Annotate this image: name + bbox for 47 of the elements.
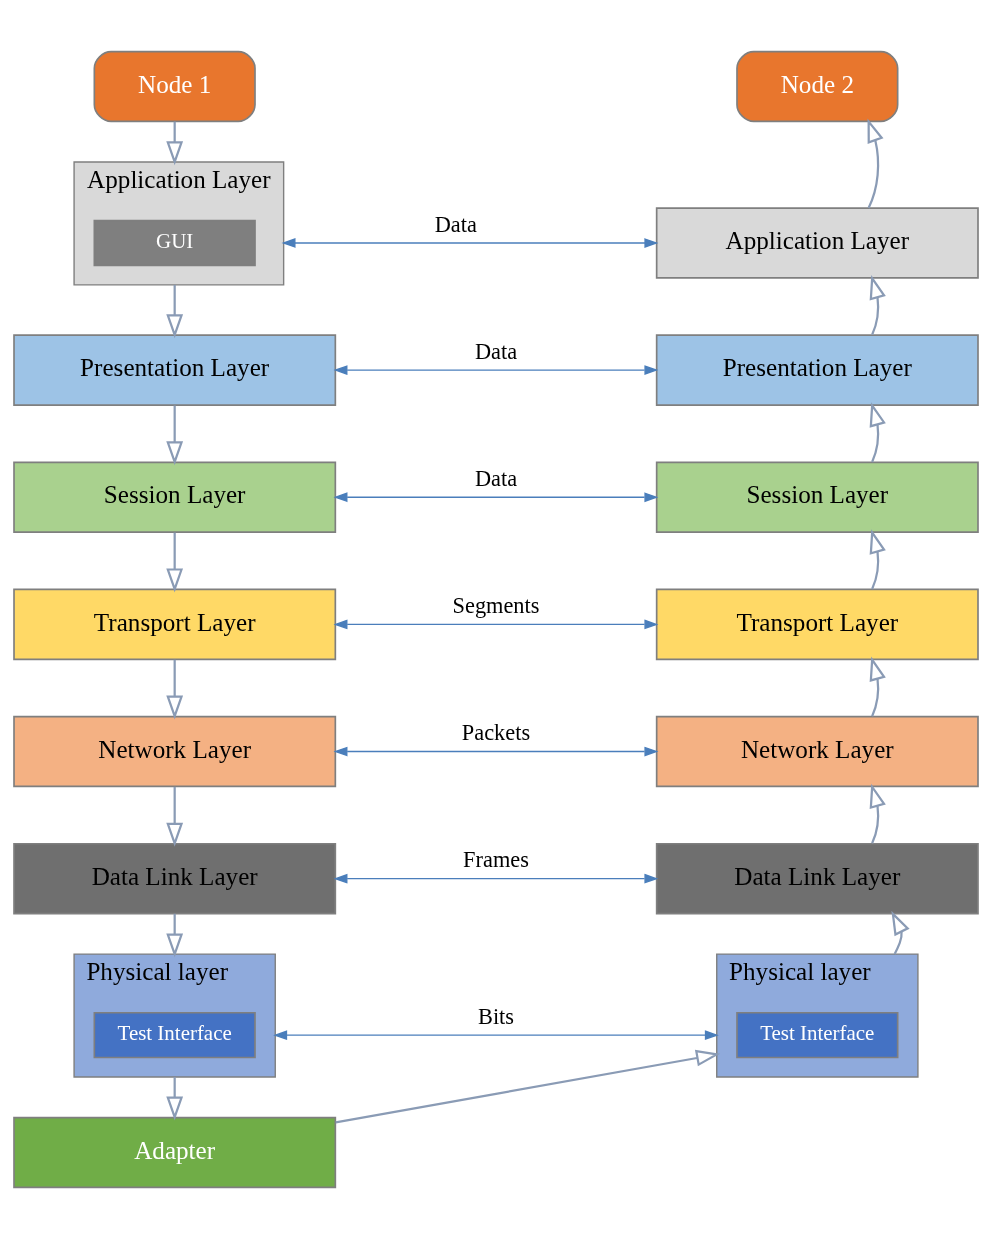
arrow: [166, 913, 184, 957]
arrow: [281, 237, 659, 248]
node-box: Data Link Layer: [655, 842, 979, 914]
node-box: Application Layer: [655, 206, 979, 279]
arrow: [867, 117, 884, 208]
arrow: [335, 1049, 721, 1123]
node-box: Node 1: [93, 50, 256, 122]
arrow: [869, 528, 886, 589]
node-box: Test Interface: [736, 1011, 899, 1058]
node-box: Session Layer: [655, 461, 979, 533]
edge-label: Segments: [452, 592, 540, 618]
arrow: [273, 1029, 719, 1040]
arrow: [869, 783, 886, 844]
node-box: Network Layer: [655, 715, 979, 787]
arrow: [166, 405, 184, 465]
node-box: Transport Layer: [13, 588, 337, 660]
node-box: Session Layer: [13, 461, 337, 533]
arrow: [869, 401, 886, 462]
arrow: [333, 746, 659, 756]
arrow: [166, 659, 184, 720]
arrow: [869, 274, 886, 335]
edge-label: Data: [474, 465, 518, 491]
edge-label: Bits: [477, 1003, 515, 1029]
arrow: [333, 364, 659, 375]
node-box: Presentation Layer: [13, 333, 337, 406]
node-box: Transport Layer: [655, 588, 979, 660]
arrow: [166, 121, 184, 165]
arrow: [333, 491, 659, 502]
arrow: [166, 532, 184, 592]
edge-label: Data: [434, 211, 477, 237]
edge-label: Data: [474, 338, 518, 364]
arrow: [869, 656, 886, 717]
node-box: Data Link Layer: [13, 842, 337, 914]
node-box: Test Interface: [93, 1011, 256, 1058]
edge-label: Frames: [463, 846, 529, 872]
node-box: Network Layer: [13, 715, 337, 787]
node-box: GUI: [93, 219, 256, 266]
edge-label: Packets: [461, 719, 531, 745]
arrow: [333, 873, 659, 884]
arrow: [166, 1076, 184, 1121]
node-box: Node 2: [736, 50, 899, 122]
arrow: [891, 910, 910, 955]
arrow: [166, 284, 184, 338]
node-box: Adapter: [13, 1116, 337, 1188]
arrow: [166, 786, 184, 847]
node-box: Presentation Layer: [655, 333, 979, 406]
arrow: [333, 619, 659, 629]
